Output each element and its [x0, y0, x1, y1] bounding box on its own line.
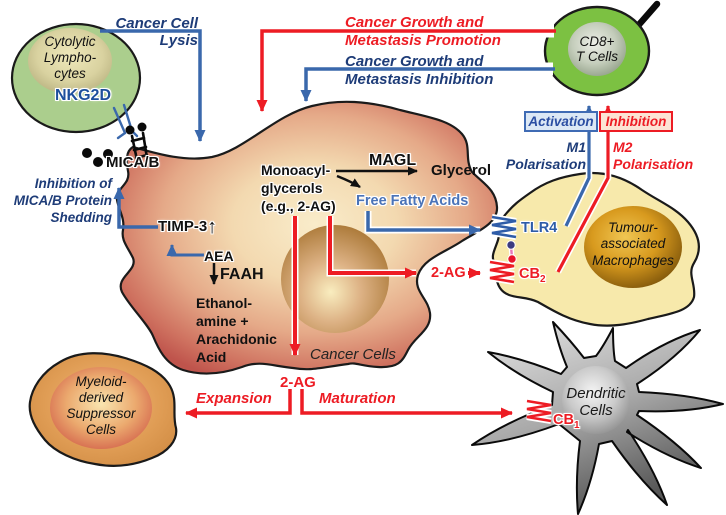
up-arrow-icon: ↑ — [207, 216, 218, 238]
maturation-label: Maturation — [319, 390, 396, 407]
aea-timp3-arrow — [166, 244, 204, 257]
magl-arrow — [336, 166, 418, 189]
mdsc-label: Myeloid- derived Suppressor Cells — [66, 374, 136, 437]
mdsc-shape — [28, 352, 178, 467]
cancer-cells-label: Cancer Cells — [310, 346, 396, 363]
ffa-tlr4-arrow — [364, 211, 481, 236]
dendritic-cell-shape — [471, 321, 724, 515]
glycerol-label: Glycerol — [431, 162, 492, 179]
inhibition-box: Inhibition — [599, 111, 673, 132]
lysis-label: Cancer Cell Lysis — [115, 15, 198, 49]
ligand-dumbbell-icon — [506, 240, 517, 264]
expansion-arrow — [185, 389, 292, 419]
micab-molecule-icon — [82, 122, 149, 167]
cb2-receptor-icon — [489, 259, 515, 285]
promotion-label: Cancer Growth and Metastasis Promotion — [345, 14, 501, 49]
macrophage-shape — [491, 171, 700, 327]
magl-label: MAGL — [369, 152, 417, 169]
two-ag-cb2-arrow — [326, 216, 481, 279]
maturation-arrow — [300, 389, 513, 419]
tlr4-receptor-icon — [491, 214, 517, 240]
two-ag-bottom-label: 2-AG — [280, 374, 316, 391]
cytolytic-lymphocytes-label: Cytolytic Lympho- cytes — [43, 34, 97, 81]
cb1-label: CB1 — [553, 412, 580, 431]
m1-polarisation-label: M1 Polarisation — [505, 139, 586, 172]
free-fatty-acids-label: Free Fatty Acids — [356, 193, 469, 209]
cd8-tcells-label: CD8+ T Cells — [575, 34, 618, 64]
cancer-nucleus — [281, 225, 389, 333]
expansion-label: Expansion — [196, 390, 272, 407]
mica-shedding-label: Inhibition of MICA/B Protein Shedding — [13, 176, 112, 225]
micab-label: MICA/B — [106, 154, 160, 171]
macrophages-label: Tumour- associated Macrophages — [592, 220, 674, 268]
faah-label: FAAH — [220, 266, 264, 283]
activation-box: Activation — [524, 111, 598, 132]
dendritic-cells-label: Dendritic Cells — [566, 385, 626, 419]
two-ag-mid-label: 2-AG — [431, 265, 466, 281]
m2-polarisation-label: M2 Polarisation — [613, 139, 694, 172]
cb2-label: CB2 — [519, 266, 546, 285]
growth-inhibition-arrow — [300, 67, 555, 102]
cancer-cell-shape — [115, 100, 499, 375]
cytolytic-lymphocyte-shape — [10, 22, 142, 134]
nkg2d-label: NKG2D — [54, 87, 111, 104]
ethanolamine-products-label: Ethanol- amine + Arachidonic Acid — [196, 295, 277, 365]
tlr4-label: TLR4 — [521, 220, 558, 236]
timp3-micab-arrow — [113, 187, 158, 229]
lysis-arrow — [100, 29, 206, 142]
monoacylglycerols-label: Monoacyl- glycerols (e.g., 2-AG) — [261, 162, 336, 214]
promotion-arrow — [256, 29, 556, 112]
timp3-label: TIMP-3↑ — [158, 216, 218, 238]
aea-label: AEA — [204, 248, 234, 264]
cb1-receptor-icon — [526, 398, 552, 424]
growth-inhibition-label: Cancer Growth and Metastasis Inhibition — [345, 53, 494, 88]
cd8-tcell-shape — [543, 0, 661, 97]
